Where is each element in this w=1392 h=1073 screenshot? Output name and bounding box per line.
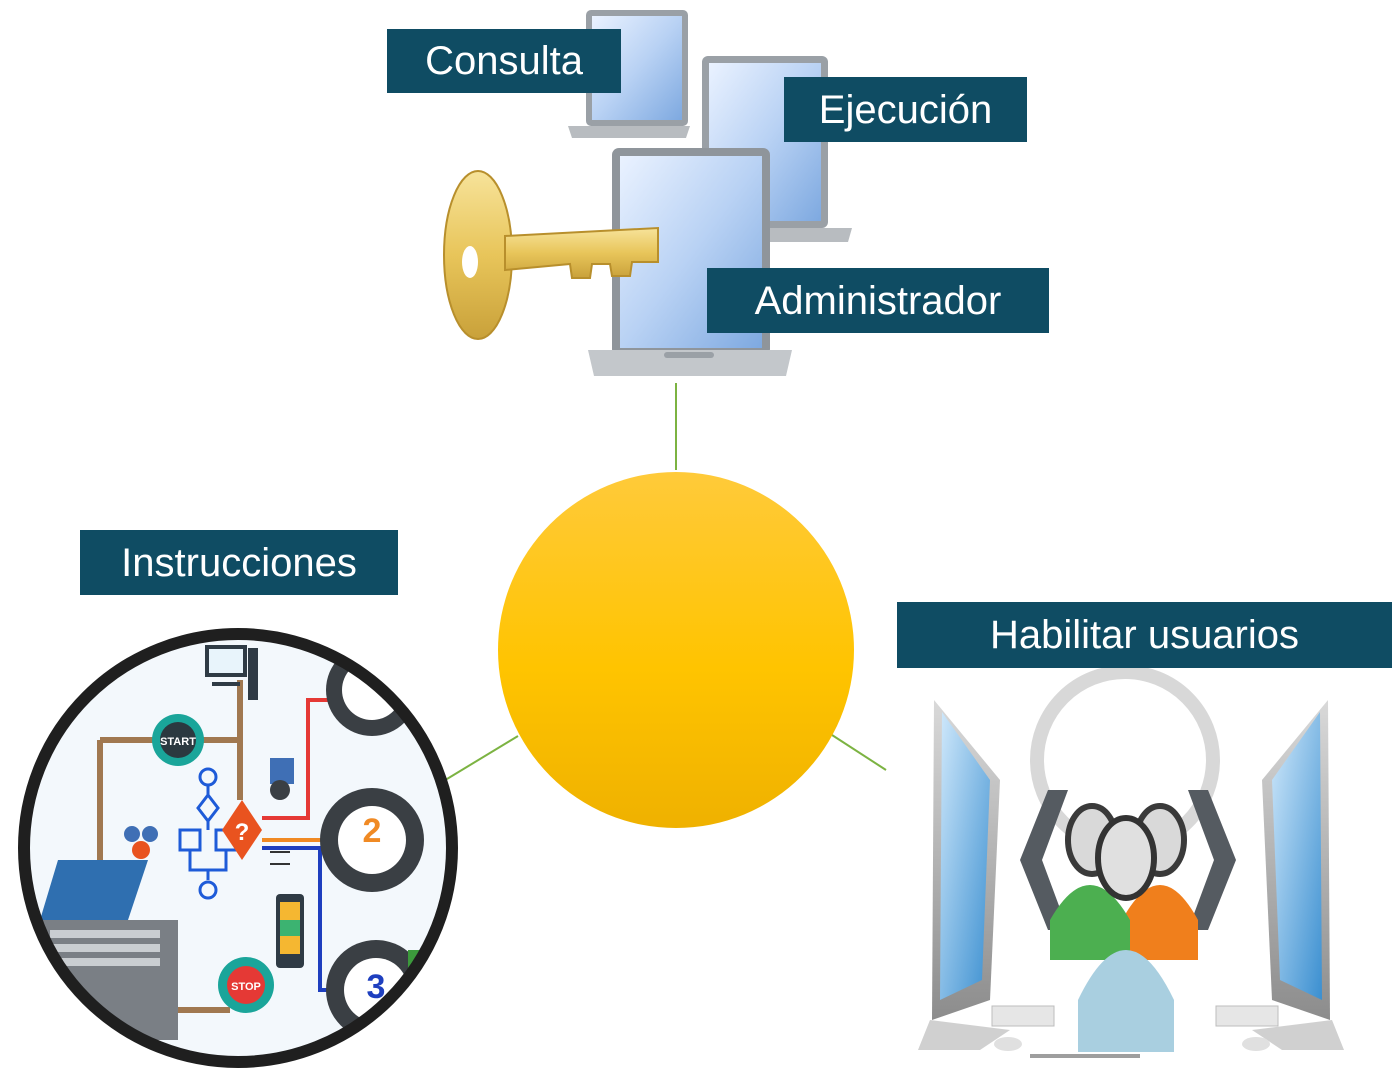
- label-instrucciones: Instrucciones: [80, 530, 398, 595]
- gear-two-number: 2: [363, 812, 382, 850]
- key-icon: [443, 170, 659, 340]
- label-ejecucion: Ejecución: [784, 77, 1027, 142]
- flowchart-icon: START STOP ?: [18, 628, 458, 1068]
- desktop-computer-icon: [918, 700, 1055, 1051]
- label-consulta: Consulta: [387, 29, 621, 93]
- connector-lines: [441, 383, 887, 783]
- user-blue-icon: [1078, 815, 1174, 1052]
- gear-three-number: 3: [367, 968, 386, 1006]
- central-hub: [498, 472, 854, 828]
- chevron-right-icon: [1188, 790, 1236, 930]
- decision-mark: ?: [235, 819, 250, 846]
- chevron-left-icon: [1020, 790, 1068, 930]
- stop-label: STOP: [231, 981, 261, 993]
- start-label: START: [160, 736, 196, 748]
- label-administrador: Administrador: [707, 268, 1049, 333]
- connector-right: [831, 734, 887, 771]
- connector-left: [441, 735, 519, 783]
- users-network-icon: [918, 665, 1344, 1058]
- desktop-computer-icon: [1215, 700, 1344, 1051]
- label-habilitar-usuarios: Habilitar usuarios: [897, 602, 1392, 668]
